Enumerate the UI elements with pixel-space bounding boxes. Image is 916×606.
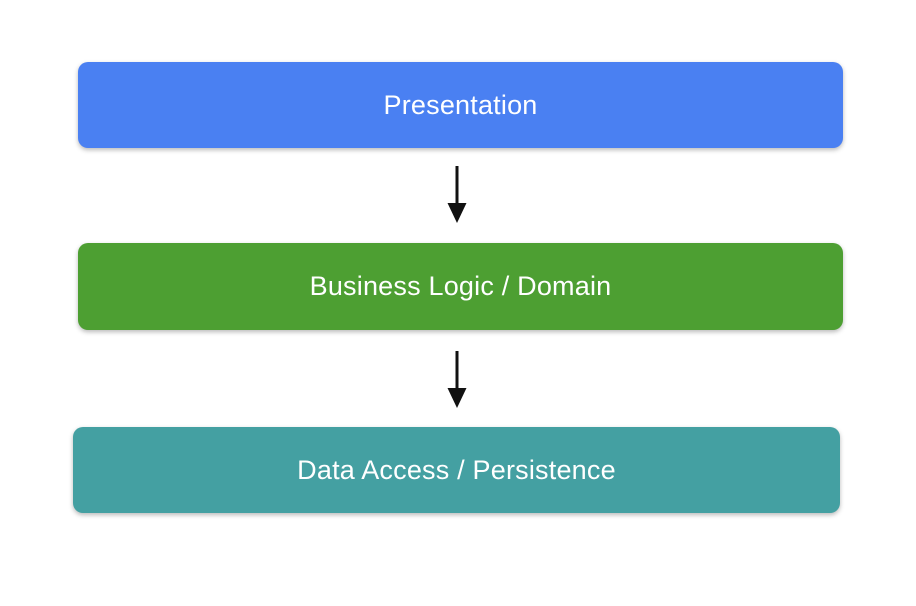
down-arrow-icon xyxy=(445,350,469,408)
layer-label-presentation: Presentation xyxy=(383,89,538,120)
layer-box-data-access: Data Access / Persistence xyxy=(73,427,840,513)
layer-label-business-logic: Business Logic / Domain xyxy=(309,271,612,301)
layer-label-data-access: Data Access / Persistence xyxy=(297,454,616,485)
down-arrow-icon xyxy=(445,165,469,223)
layer-box-presentation: Presentation xyxy=(78,62,843,148)
layer-box-business-logic: Business Logic / Domain xyxy=(78,243,843,330)
